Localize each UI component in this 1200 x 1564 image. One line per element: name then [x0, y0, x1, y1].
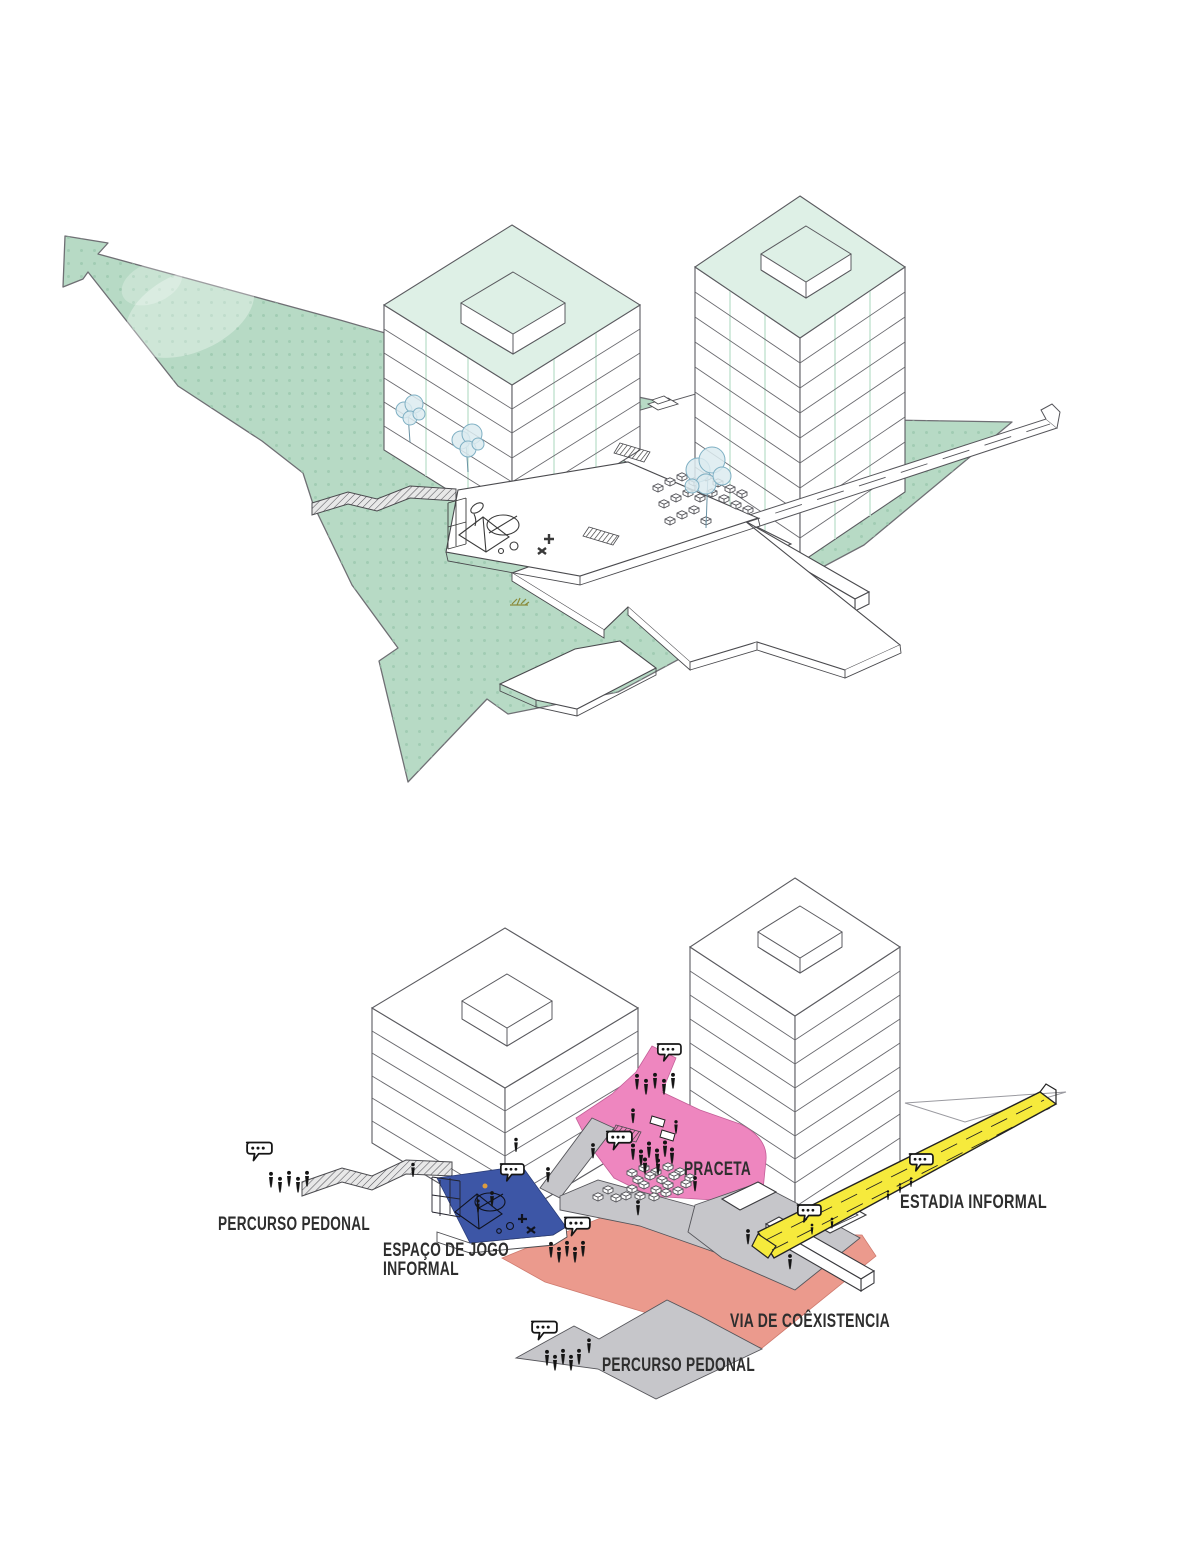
praceta-benches — [649, 1115, 676, 1142]
playground-platform-top — [445, 461, 761, 586]
building-right-floor-lines — [694, 291, 906, 539]
trees — [395, 394, 732, 529]
orange-dot — [482, 1183, 488, 1189]
climbing-cage-sketch — [447, 497, 467, 550]
label-estadia-informal: ESTADIA INFORMAL — [900, 1192, 1047, 1213]
car-sketch — [646, 395, 680, 411]
path-bottom-zigzag — [514, 1299, 764, 1400]
building-right-bottom — [688, 877, 902, 1233]
building-left-rooftop-box — [460, 271, 566, 355]
building-left-bottom-rooftop-box — [461, 973, 553, 1047]
tree-icon — [451, 423, 485, 473]
speech-bubble-icon — [530, 1320, 558, 1341]
tree-icon — [684, 446, 732, 529]
zone-labels: PERCURSO PEDONAL ESPAÇO DE JOGO INFORMAL… — [218, 1159, 1047, 1376]
label-espaco-de-jogo-line2: INFORMAL — [383, 1259, 459, 1280]
landscape-diagram — [62, 195, 1061, 783]
green-highlight-small — [121, 260, 183, 306]
label-percurso-pedonal-left: PERCURSO PEDONAL — [218, 1214, 370, 1235]
label-via-de-coexistencia: VIA DE COÊXISTENCIA — [730, 1310, 890, 1332]
green-highlight — [125, 266, 255, 358]
building-right-mullions — [729, 291, 871, 539]
building-left-floor-lines — [383, 328, 641, 507]
label-percurso-pedonal-bottom: PERCURSO PEDONAL — [602, 1355, 755, 1376]
stairs-upper — [613, 442, 651, 463]
climbing-cage-sketch-bottom — [431, 1176, 461, 1218]
building-right-rooftop-box — [760, 225, 852, 299]
moss-plant — [510, 597, 530, 606]
label-espaco-de-jogo-line1: ESPAÇO DE JOGO — [383, 1240, 509, 1261]
building-right — [694, 195, 906, 565]
speech-bubble-icon — [245, 1141, 273, 1162]
label-praceta: PRACETA — [684, 1159, 751, 1180]
building-right-bottom-rooftop-box — [757, 905, 843, 974]
tree-icon — [395, 394, 426, 443]
stairs-lower — [582, 526, 620, 546]
program-diagram: PERCURSO PEDONAL ESPAÇO DE JOGO INFORMAL… — [218, 877, 1067, 1400]
lower-deck — [498, 640, 658, 717]
building-left-bottom — [370, 927, 640, 1224]
playground-sketches — [458, 502, 554, 555]
